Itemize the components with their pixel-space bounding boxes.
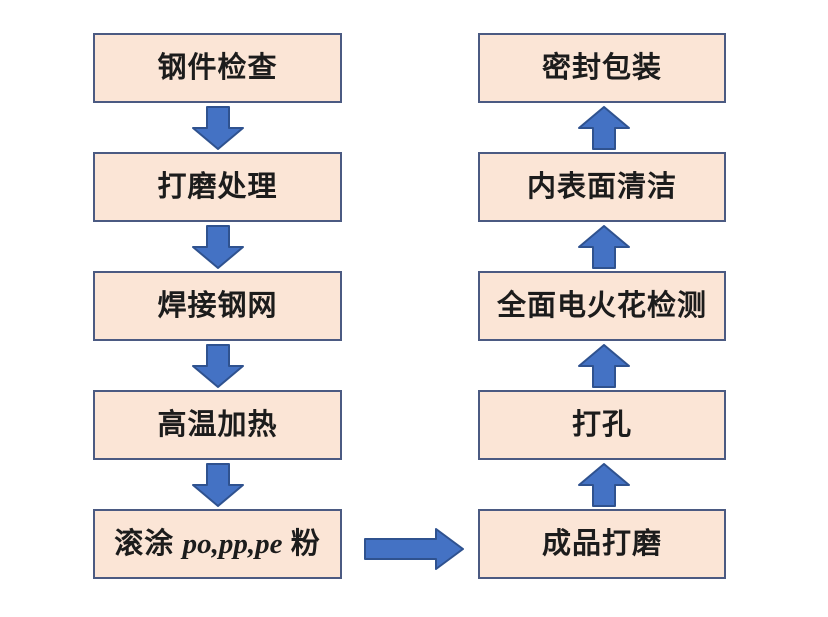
up-arrow-icon: [578, 225, 630, 269]
down-arrow-icon: [192, 106, 244, 150]
node-label: 钢件检查: [157, 51, 278, 84]
flow-node-finished-grinding: 成品打磨: [478, 509, 726, 579]
node-label: 密封包装: [541, 51, 662, 84]
node-label-prefix: 滚涂: [114, 527, 183, 560]
flow-node-steel-inspection: 钢件检查: [93, 33, 342, 103]
down-arrow-icon: [192, 463, 244, 507]
node-label: 打孔: [571, 408, 632, 441]
flow-node-sealed-packaging: 密封包装: [478, 33, 726, 103]
flow-node-roll-coating-powder: 滚涂 po,pp,pe 粉: [93, 509, 342, 579]
node-label: 高温加热: [157, 408, 278, 441]
up-arrow-icon: [578, 106, 630, 150]
flow-node-grinding-treatment: 打磨处理: [93, 152, 342, 222]
flow-node-full-spark-testing: 全面电火花检测: [478, 271, 726, 341]
down-arrow-icon: [192, 344, 244, 388]
node-label: 全面电火花检测: [496, 289, 707, 322]
node-label: 滚涂 po,pp,pe 粉: [114, 527, 321, 560]
node-label: 打磨处理: [157, 170, 278, 203]
node-label-suffix: 粉: [282, 527, 321, 560]
flow-node-weld-steel-mesh: 焊接钢网: [93, 271, 342, 341]
node-label: 焊接钢网: [157, 289, 278, 322]
flow-node-drilling: 打孔: [478, 390, 726, 460]
flow-node-inner-surface-cleaning: 内表面清洁: [478, 152, 726, 222]
node-label: 内表面清洁: [526, 170, 677, 203]
node-label-latin: po,pp,pe: [182, 527, 283, 560]
down-arrow-icon: [192, 225, 244, 269]
node-label: 成品打磨: [541, 527, 662, 560]
flow-node-high-temp-heating: 高温加热: [93, 390, 342, 460]
up-arrow-icon: [578, 463, 630, 507]
up-arrow-icon: [578, 344, 630, 388]
right-arrow-icon: [364, 528, 464, 570]
